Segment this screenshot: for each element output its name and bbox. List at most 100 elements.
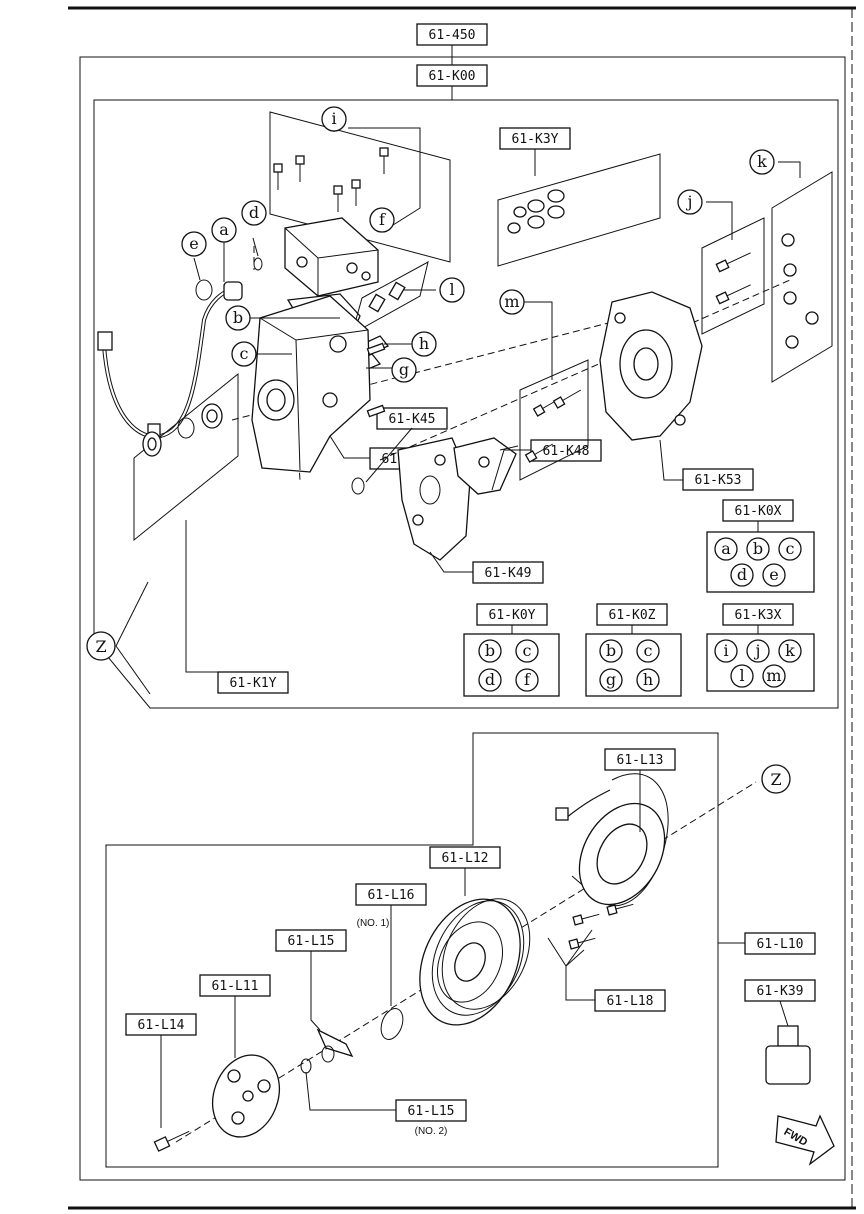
svg-text:e: e <box>189 234 198 253</box>
callout-h[interactable]: h <box>411 331 437 357</box>
callout-g[interactable]: g <box>391 357 417 383</box>
svg-text:61-K53: 61-K53 <box>695 473 742 488</box>
shim-61-L15-no1 <box>316 1028 354 1063</box>
nut-set-k-panel <box>771 171 833 383</box>
svg-text:f: f <box>524 670 531 689</box>
kit-61-K0Y-box <box>463 633 560 697</box>
snap-ring-e <box>195 279 213 301</box>
label-61-K1Y[interactable]: 61-K1Y <box>217 671 289 694</box>
label-61-L14[interactable]: 61-L14 <box>125 1013 197 1036</box>
svg-text:b: b <box>233 308 243 327</box>
svg-text:Z: Z <box>95 637 106 656</box>
label-61-K0X[interactable]: 61-K0X <box>722 499 794 522</box>
callout-l[interactable]: l <box>439 277 465 303</box>
svg-text:d: d <box>485 670 495 689</box>
label-61-K3X[interactable]: 61-K3X <box>722 603 794 626</box>
svg-text:61-K0Y: 61-K0Y <box>489 608 536 623</box>
label-61-L13[interactable]: 61-L13 <box>604 748 676 771</box>
svg-text:k: k <box>757 152 767 171</box>
label-61-K48[interactable]: 61-K48 <box>530 439 602 462</box>
label-61-L15-no2[interactable]: 61-L15 <box>395 1099 467 1122</box>
bolt-61-L14 <box>153 1130 190 1152</box>
clutch-group-frame <box>105 732 719 1168</box>
svg-text:c: c <box>240 344 249 363</box>
kit-61-K0Y-items: b c d f <box>478 639 539 692</box>
callout-d[interactable]: d <box>241 200 267 226</box>
callout-a[interactable]: a <box>211 217 237 243</box>
label-61-L15-no1[interactable]: 61-L15 <box>275 929 347 952</box>
svg-text:b: b <box>485 641 495 660</box>
label-61-K45[interactable]: 61-K45 <box>376 407 448 430</box>
outer-frame <box>79 56 846 1181</box>
callout-z-lower[interactable]: Z <box>761 764 791 794</box>
note-no2: (NO. 2) <box>415 1126 448 1137</box>
label-61-L12[interactable]: 61-L12 <box>429 846 501 869</box>
callout-i[interactable]: i <box>321 106 347 132</box>
callout-m[interactable]: m <box>499 289 525 315</box>
svg-text:g: g <box>399 360 409 379</box>
svg-text:g: g <box>606 670 616 689</box>
svg-text:61-L16: 61-L16 <box>368 888 415 903</box>
label-61-K49[interactable]: 61-K49 <box>472 561 544 584</box>
shim-61-L15-no2 <box>300 1058 312 1074</box>
valve-block <box>284 217 379 297</box>
svg-text:Z: Z <box>770 770 781 789</box>
svg-text:61-K00: 61-K00 <box>429 69 476 84</box>
callout-e[interactable]: e <box>181 231 207 257</box>
bolt-set-i <box>273 147 389 212</box>
label-61-450[interactable]: 61-450 <box>416 23 488 46</box>
svg-text:61-K48: 61-K48 <box>543 444 590 459</box>
label-61-L18[interactable]: 61-L18 <box>594 989 666 1012</box>
callout-b[interactable]: b <box>225 305 251 331</box>
bolt-set-m <box>524 389 582 463</box>
label-61-L16[interactable]: 61-L16 <box>355 883 427 906</box>
svg-text:61-K3X: 61-K3X <box>735 608 782 623</box>
label-61-K0Z[interactable]: 61-K0Z <box>596 603 668 626</box>
sensor-a <box>223 281 243 301</box>
svg-text:d: d <box>249 203 259 222</box>
bolt-set-j-panel <box>701 217 765 335</box>
svg-text:61-K39: 61-K39 <box>757 984 804 999</box>
label-61-K53[interactable]: 61-K53 <box>682 468 754 491</box>
nut-set-k <box>781 233 819 349</box>
label-61-L10[interactable]: 61-L10 <box>744 932 816 955</box>
svg-text:61-K45: 61-K45 <box>389 412 436 427</box>
svg-text:j: j <box>686 192 693 211</box>
svg-text:61-L11: 61-L11 <box>212 979 259 994</box>
bolt-set-i-panel <box>269 111 451 263</box>
svg-text:l: l <box>739 666 744 685</box>
label-61-L11[interactable]: 61-L11 <box>199 974 271 997</box>
callout-z-upper[interactable]: Z <box>86 631 116 661</box>
svg-text:a: a <box>721 539 731 558</box>
callout-f[interactable]: f <box>369 207 395 233</box>
kit-61-K0X-items: a b c d e <box>714 537 802 587</box>
note-no1: (NO. 1) <box>357 918 390 929</box>
callout-k[interactable]: k <box>749 149 775 175</box>
label-61-K0Y[interactable]: 61-K0Y <box>476 603 548 626</box>
kit-61-K0Z-items: b c g h <box>599 639 660 692</box>
svg-text:c: c <box>786 539 795 558</box>
part-set-K3Y <box>507 189 565 234</box>
rear-housing-61-K53 <box>599 291 703 441</box>
part-set-K3Y-panel <box>497 153 661 267</box>
label-61-K00[interactable]: 61-K00 <box>416 64 488 87</box>
reed-valve-61-K48 <box>453 437 519 495</box>
shaft-seal-panel <box>133 372 239 542</box>
svg-text:61-K49: 61-K49 <box>485 566 532 581</box>
svg-text:e: e <box>769 565 778 584</box>
part-set-l <box>368 281 406 313</box>
svg-text:d: d <box>737 565 747 584</box>
svg-text:61-L15: 61-L15 <box>408 1104 455 1119</box>
o-ring-61-K45 <box>351 477 365 495</box>
compressor-body <box>251 295 386 473</box>
armature-plate-61-L11 <box>212 1054 280 1138</box>
svg-text:b: b <box>753 539 763 558</box>
svg-text:j: j <box>754 641 761 660</box>
label-61-K39[interactable]: 61-K39 <box>744 979 816 1002</box>
o-ring-d <box>253 257 263 271</box>
bracket-61-K39 <box>765 1025 811 1085</box>
callout-j[interactable]: j <box>677 189 703 215</box>
label-61-K3Y[interactable]: 61-K3Y <box>499 127 571 150</box>
callout-c[interactable]: c <box>231 341 257 367</box>
